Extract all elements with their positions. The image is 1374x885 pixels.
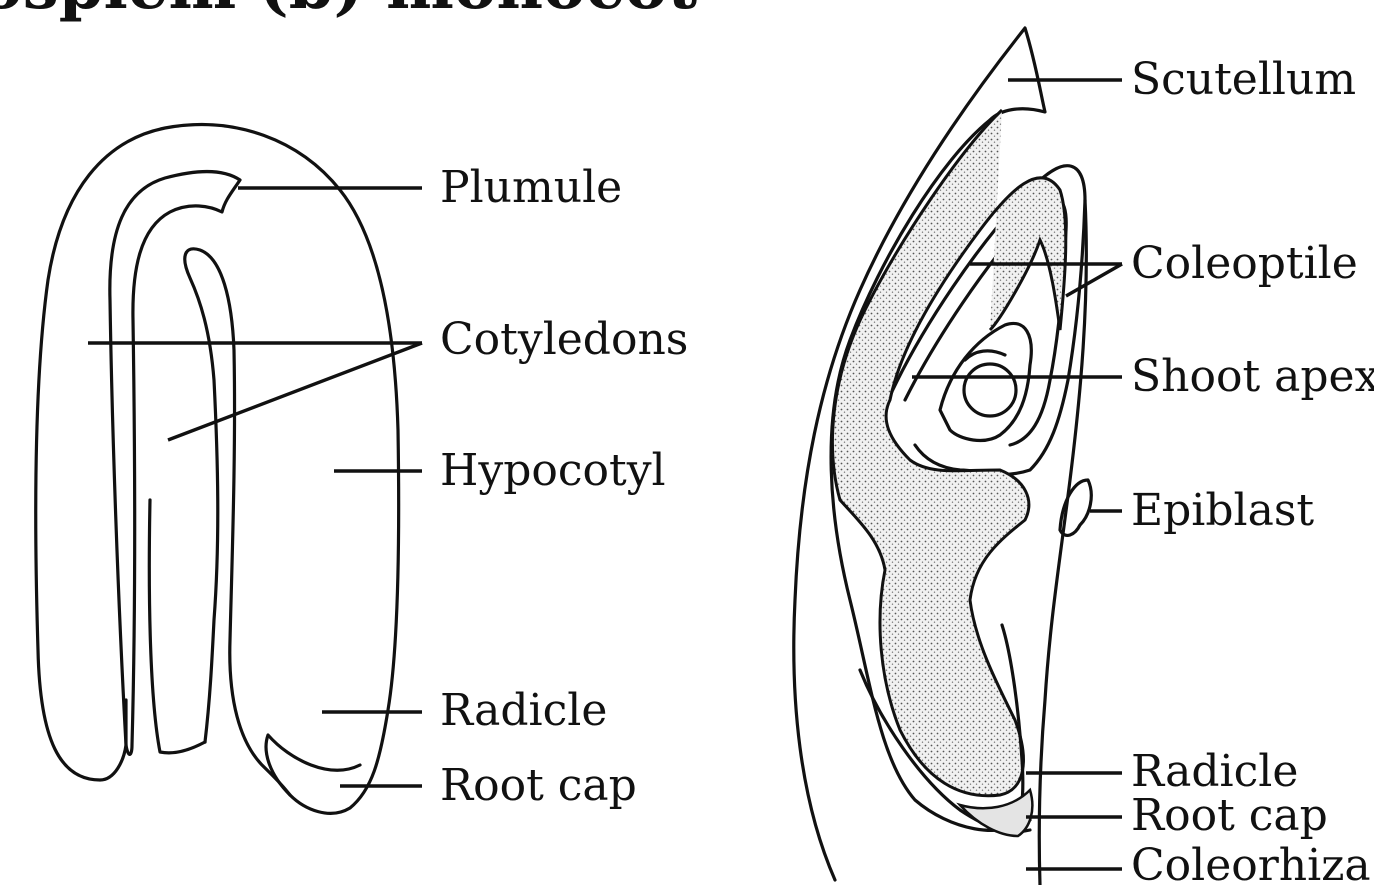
dicot-leaders <box>88 188 422 786</box>
label-plumule: Plumule <box>440 162 622 213</box>
dicot-inner-cotyledon <box>110 172 240 755</box>
leader-coleoptile-b <box>1066 264 1122 296</box>
label-scutellum: Scutellum <box>1131 54 1356 105</box>
dicot-second-cotyledon <box>149 500 205 753</box>
shoot-apex-outline <box>940 323 1031 440</box>
label-coleoptile: Coleoptile <box>1131 238 1358 289</box>
dicot-hypocotyl-axis <box>185 249 290 795</box>
label-epiblast: Epiblast <box>1131 485 1314 536</box>
label-rootcap-dicot: Root cap <box>440 760 637 811</box>
monocot-labels: Scutellum Coleoptile Shoot apex Epiblast… <box>1131 54 1374 885</box>
dicot-embryo <box>36 125 399 814</box>
label-cotyledons: Cotyledons <box>440 314 688 365</box>
stippled-axis <box>832 110 1065 796</box>
label-shoot-apex: Shoot apex <box>1131 351 1374 402</box>
label-radicle-dicot: Radicle <box>440 685 607 736</box>
monocot-embryo <box>794 28 1091 885</box>
dicot-labels: Plumule Cotyledons Hypocotyl Radicle Roo… <box>440 162 688 811</box>
figure-title: ospiem (b) monocot <box>0 0 697 24</box>
label-hypocotyl: Hypocotyl <box>440 445 666 496</box>
leader-cotyledons-b <box>168 343 422 440</box>
label-rootcap-monocot: Root cap <box>1131 790 1328 841</box>
label-coleorhiza: Coleorhiza <box>1131 840 1371 885</box>
shoot-apex-core <box>964 364 1016 416</box>
